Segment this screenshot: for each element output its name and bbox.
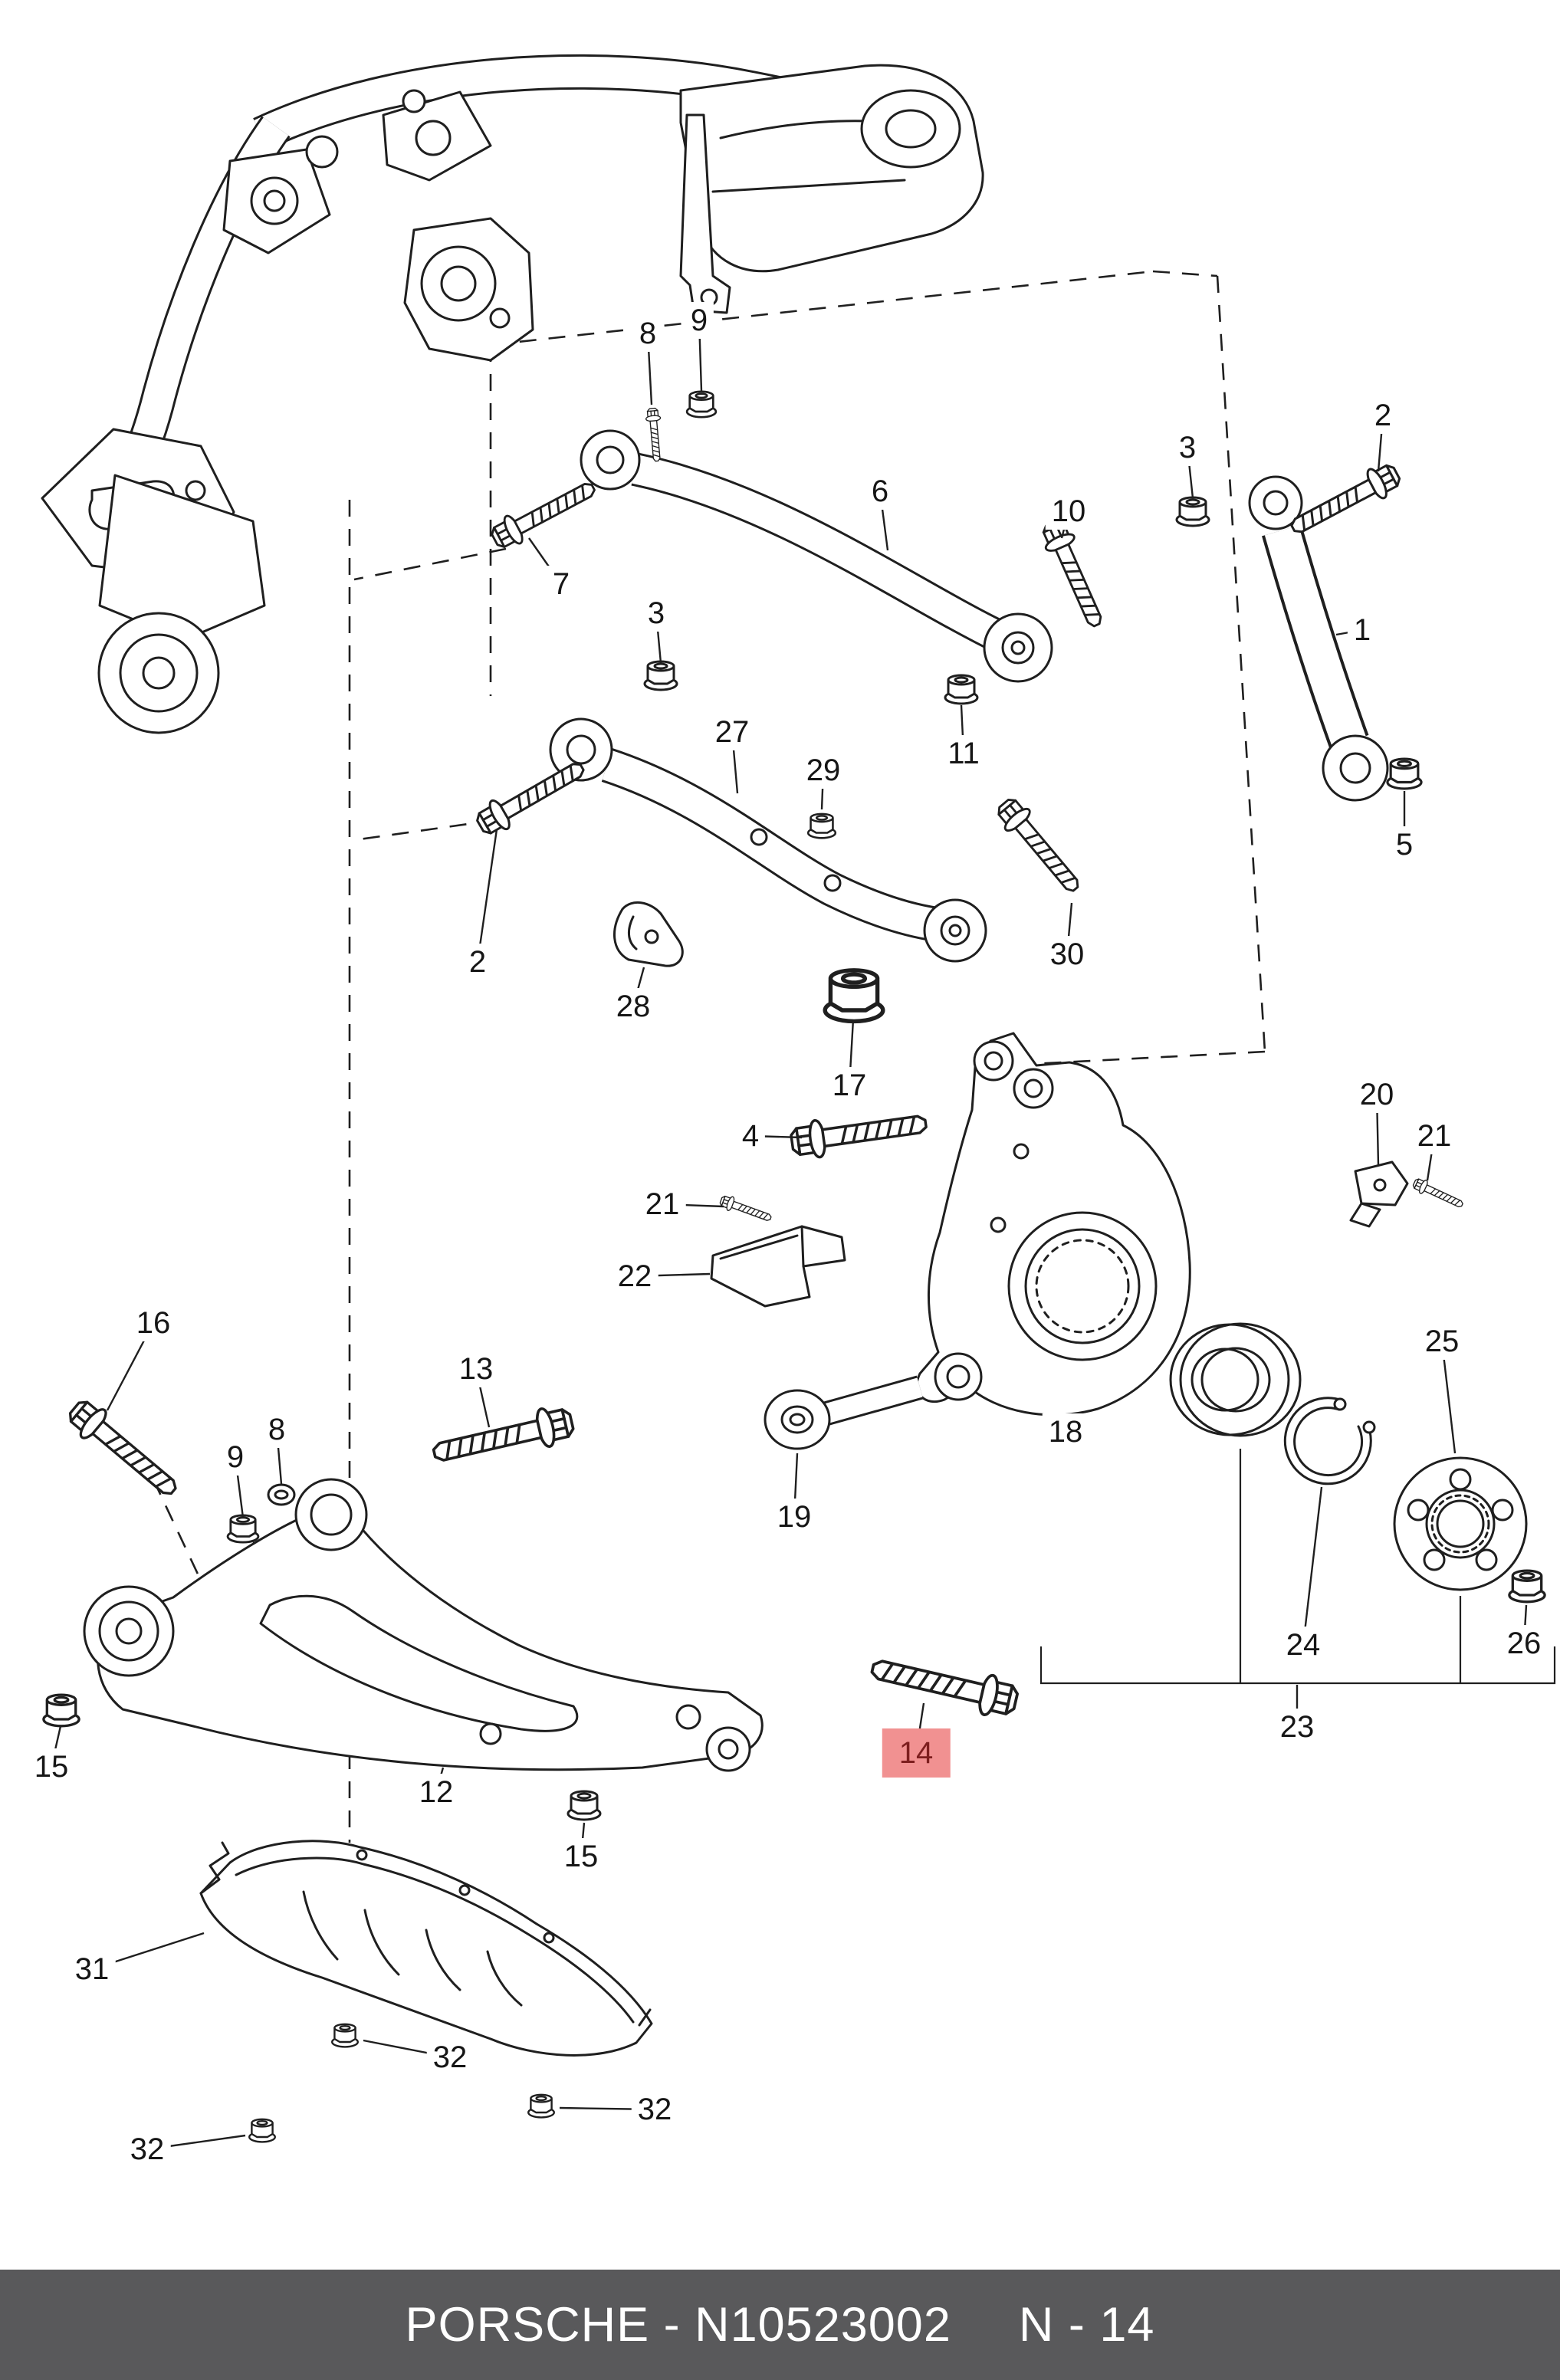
- callout-20[interactable]: 20: [1353, 1076, 1401, 1113]
- callout-1[interactable]: 1: [1347, 612, 1378, 648]
- upper-link-drawing: [580, 429, 1053, 683]
- callout-9[interactable]: 9: [220, 1439, 251, 1476]
- callout-2[interactable]: 2: [462, 944, 493, 980]
- callout-28[interactable]: 28: [609, 988, 657, 1025]
- callout-7[interactable]: 7: [546, 566, 576, 602]
- group-bracket-23: [1039, 1449, 1556, 1685]
- clamp-bracket-28: [613, 901, 684, 967]
- callout-3[interactable]: 3: [641, 595, 672, 632]
- callout-23[interactable]: 23: [1273, 1709, 1321, 1745]
- callout-24[interactable]: 24: [1279, 1627, 1327, 1663]
- skid-plate-drawing: [199, 1840, 653, 2057]
- short-link-drawing: [1248, 475, 1389, 802]
- bushing-drawing: [764, 1375, 924, 1450]
- callout-11[interactable]: 11: [941, 735, 986, 772]
- exploded-view-drawing: [41, 54, 1556, 2151]
- knuckle-drawing: [915, 1032, 1191, 1417]
- footer-bar: PORSCHE - N10523002 N - 14: [0, 2270, 1560, 2380]
- subframe-drawing: [41, 54, 984, 734]
- callout-30[interactable]: 30: [1043, 936, 1091, 973]
- callout-22[interactable]: 22: [611, 1258, 658, 1295]
- callout-12[interactable]: 12: [412, 1774, 460, 1810]
- callout-13[interactable]: 13: [452, 1351, 500, 1387]
- callout-8[interactable]: 8: [632, 315, 663, 352]
- callout-29[interactable]: 29: [800, 752, 847, 789]
- wheel-hub-drawing: [1393, 1456, 1528, 1591]
- callout-10[interactable]: 10: [1045, 493, 1092, 530]
- callout-32[interactable]: 32: [631, 2091, 678, 2128]
- callout-18[interactable]: 18: [1042, 1413, 1089, 1450]
- callout-8[interactable]: 8: [261, 1411, 292, 1448]
- callout-5[interactable]: 5: [1389, 826, 1420, 863]
- trailing-arm-drawing: [83, 1478, 764, 1772]
- callout-2[interactable]: 2: [1368, 397, 1398, 434]
- circlip-drawing: [1283, 1397, 1376, 1485]
- wheel-bearing-drawing: [1169, 1322, 1302, 1437]
- bracket-22: [710, 1225, 846, 1308]
- footer-part-number: PORSCHE - N10523002: [405, 2298, 951, 2352]
- callout-14-highlighted[interactable]: 14: [882, 1728, 951, 1778]
- callout-3[interactable]: 3: [1172, 429, 1203, 466]
- callout-17[interactable]: 17: [826, 1067, 873, 1104]
- callout-19[interactable]: 19: [770, 1499, 818, 1535]
- callout-21[interactable]: 21: [1411, 1118, 1458, 1154]
- footer-page-ref: N - 14: [1018, 2298, 1155, 2352]
- callout-9[interactable]: 9: [684, 302, 714, 339]
- callout-31[interactable]: 31: [68, 1951, 116, 1988]
- callout-15[interactable]: 15: [557, 1838, 605, 1875]
- callout-21[interactable]: 21: [639, 1186, 686, 1223]
- callout-27[interactable]: 27: [708, 714, 756, 750]
- callout-32[interactable]: 32: [426, 2039, 474, 2076]
- callout-6[interactable]: 6: [865, 473, 895, 510]
- callout-4[interactable]: 4: [735, 1118, 766, 1154]
- callout-15[interactable]: 15: [28, 1748, 75, 1785]
- camber-link-drawing: [549, 717, 987, 963]
- callout-16[interactable]: 16: [130, 1305, 177, 1341]
- callout-26[interactable]: 26: [1500, 1625, 1548, 1662]
- callout-32[interactable]: 32: [123, 2131, 171, 2168]
- callout-25[interactable]: 25: [1418, 1323, 1466, 1360]
- sensor-bracket-20: [1349, 1160, 1409, 1228]
